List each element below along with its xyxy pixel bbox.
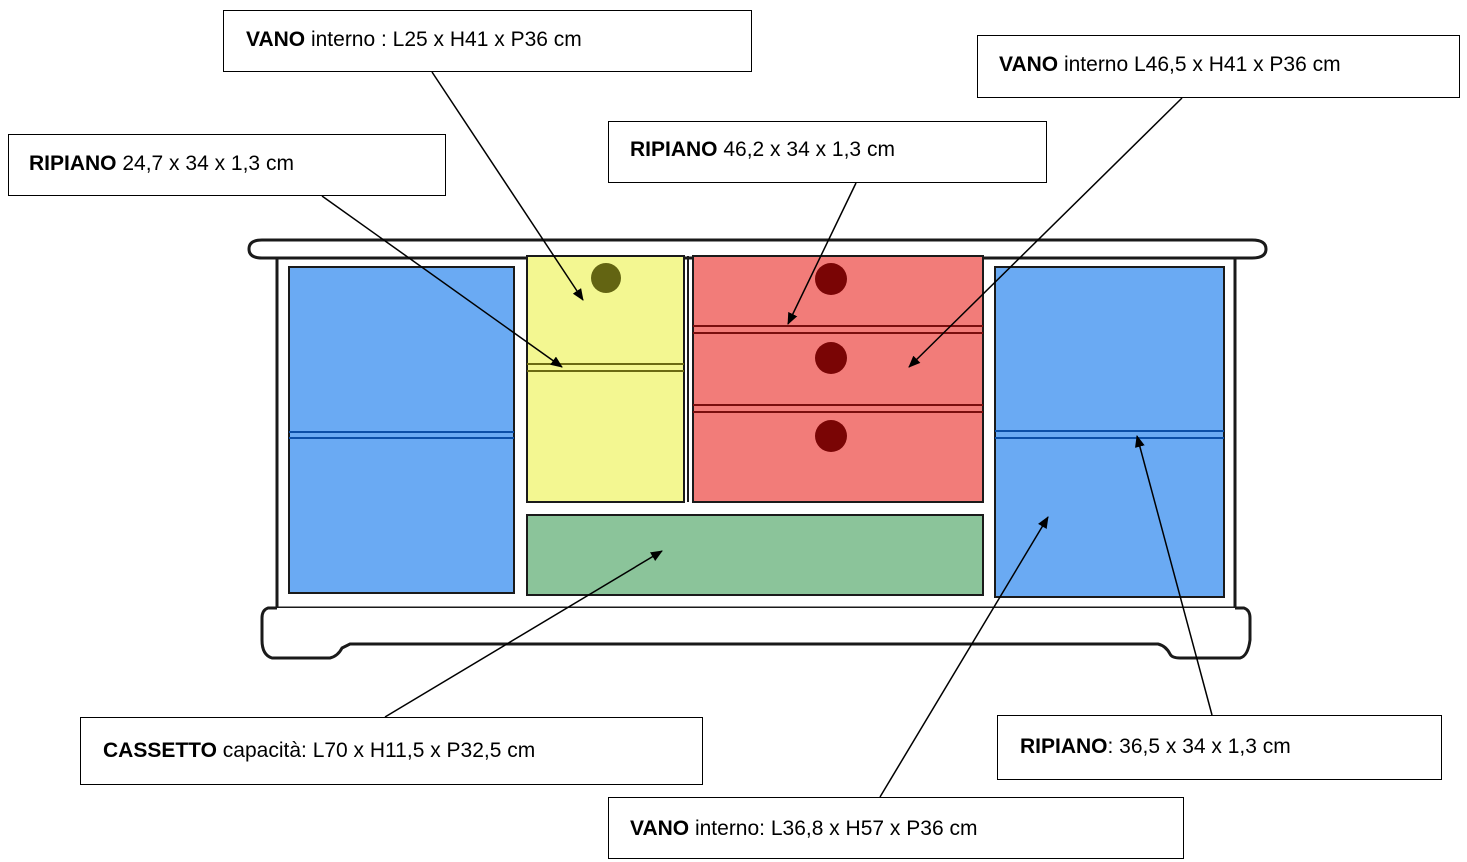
callout-ripiano-left-bold: RIPIANO [29, 152, 117, 175]
callout-ripiano-right: RIPIANO: 36,5 x 34 x 1,3 cm [997, 715, 1442, 780]
yellow-knob [591, 263, 621, 293]
callout-ripiano-center-text: 46,2 x 34 x 1,3 cm [717, 138, 895, 161]
callout-vano-top-right-bold: VANO [999, 53, 1059, 76]
arrow-ripiano-center [787, 182, 857, 325]
red-compartment [692, 255, 984, 503]
callout-vano-bottom-text: interno: L36,8 x H57 x P36 cm [689, 817, 978, 840]
yellow-compartment [526, 255, 685, 503]
callout-ripiano-center-bold: RIPIANO [630, 138, 718, 161]
arrow-vano-bottom [879, 516, 1049, 798]
callout-vano-top-bold: VANO [246, 28, 306, 51]
cabinet-top [247, 238, 1268, 260]
arrow-vano-top-right [908, 97, 1183, 368]
arrow-vano-top [431, 71, 584, 301]
callout-vano-bottom: VANO interno: L36,8 x H57 x P36 cm [608, 797, 1184, 859]
callout-vano-top-text: interno : L25 x H41 x P36 cm [305, 28, 582, 51]
callout-ripiano-right-bold: RIPIANO [1020, 735, 1108, 758]
callout-ripiano-center: RIPIANO 46,2 x 34 x 1,3 cm [608, 121, 1047, 183]
red-knob-2 [815, 342, 847, 374]
callout-cassetto: CASSETTO capacità: L70 x H11,5 x P32,5 c… [80, 717, 703, 785]
callout-vano-top: VANO interno : L25 x H41 x P36 cm [223, 10, 752, 72]
arrow-ripiano-left [321, 195, 563, 368]
left-compartment [288, 266, 515, 594]
callout-ripiano-left-text: 24,7 x 34 x 1,3 cm [116, 152, 294, 175]
callout-vano-top-right: VANO interno L46,5 x H41 x P36 cm [977, 35, 1460, 98]
drawer [526, 514, 984, 596]
callout-cassetto-text: capacità: L70 x H11,5 x P32,5 cm [216, 739, 536, 762]
callout-ripiano-left: RIPIANO 24,7 x 34 x 1,3 cm [8, 134, 446, 196]
arrow-ripiano-right [1135, 435, 1213, 716]
arrow-cassetto [384, 550, 663, 718]
callout-vano-bottom-bold: VANO [630, 817, 690, 840]
cabinet-base [260, 606, 1252, 660]
red-knob-1 [815, 263, 847, 295]
callout-ripiano-right-text: : 36,5 x 34 x 1,3 cm [1107, 735, 1291, 758]
callout-cassetto-bold: CASSETTO [103, 739, 217, 762]
callout-vano-top-right-text: interno L46,5 x H41 x P36 cm [1058, 53, 1341, 76]
red-knob-3 [815, 420, 847, 452]
